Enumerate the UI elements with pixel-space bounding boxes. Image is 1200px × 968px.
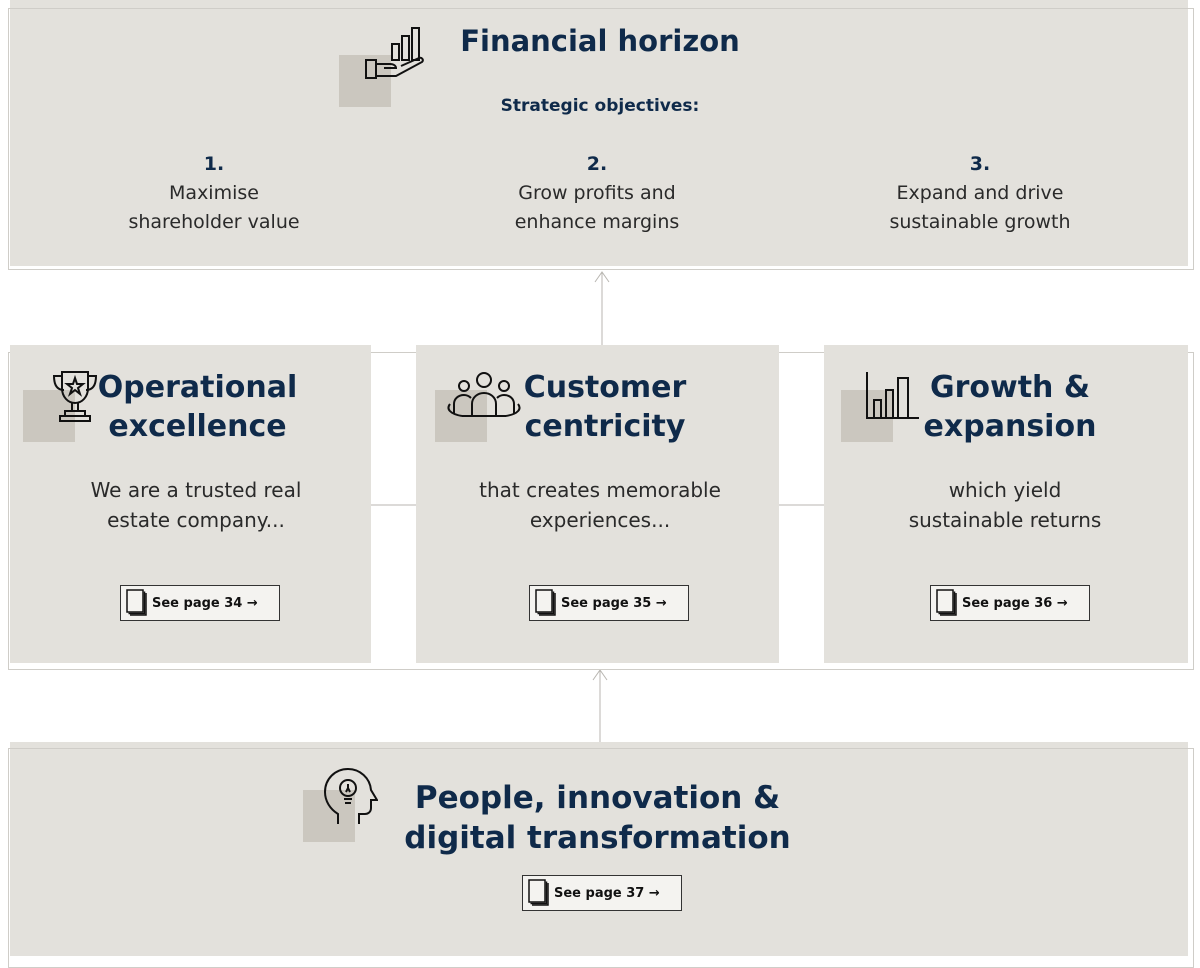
see-page-37-link[interactable]: See page 37 → [522,875,682,911]
see-page-36-link[interactable]: See page 36 → [930,585,1090,621]
people-group-icon [447,372,521,417]
financial-horizon-title: Financial horizon [460,24,740,58]
pillar-title: Customer centricity [500,368,710,446]
objective-text: Maximise [169,182,259,204]
hand-chart-icon [365,27,424,79]
pillar-description-line: We are a trusted real [90,478,302,502]
objective-text: sustainable growth [889,211,1071,233]
objective-text: Expand and drive [896,182,1064,204]
foundation-title-line: People, innovation & [414,780,781,816]
pillar-description-line: estate company... [107,508,285,532]
pillar-description-line: experiences... [529,508,671,532]
document-icon [126,589,147,616]
pillar-title: Operational excellence [90,368,305,446]
pillar-description: We are a trusted real estate company... [46,475,346,535]
see-page-label: See page 35 → [561,595,667,611]
see-page-label: See page 34 → [152,595,258,611]
financial-horizon-outline [8,8,1194,270]
pillar-title-line: expansion [923,409,1097,444]
document-icon [936,589,957,616]
objective-number: 1. [203,153,225,175]
pillar-description: which yield sustainable returns [855,475,1155,535]
objective-number: 3. [969,153,991,175]
foundation-title-line: digital transformation [404,820,791,856]
foundation-title: People, innovation & digital transformat… [395,778,800,858]
document-icon [535,589,556,616]
objective-3: 3. Expand and drive sustainable growth [850,150,1110,237]
see-page-label: See page 36 → [962,595,1068,611]
head-lightbulb-icon [323,767,378,824]
financial-horizon-panel [10,0,1188,266]
objective-text: enhance margins [514,211,680,233]
see-page-35-link[interactable]: See page 35 → [529,585,689,621]
pillar-description: that creates memorable experiences... [450,475,750,535]
objective-2: 2. Grow profits and enhance margins [467,150,727,237]
objective-number: 2. [586,153,608,175]
strategic-objectives-subtitle: Strategic objectives: [500,96,700,116]
objective-1: 1. Maximise shareholder value [84,150,344,237]
pillar-description-line: which yield [948,478,1062,502]
foundation-panel [10,742,1188,956]
pillar-description-line: sustainable returns [908,508,1102,532]
bar-chart-icon [866,372,919,419]
pillar-description-line: that creates memorable [479,478,721,502]
trophy-icon [52,371,98,422]
pillar-title-line: centricity [524,409,686,444]
objective-text: Grow profits and [518,182,676,204]
pillar-title-line: Customer [523,370,687,405]
objective-text: shareholder value [128,211,300,233]
see-page-label: See page 37 → [554,885,660,901]
pillar-title-line: excellence [108,409,287,444]
pillar-title-line: Operational [97,370,298,405]
see-page-34-link[interactable]: See page 34 → [120,585,280,621]
pillar-title-line: Growth & [929,370,1091,405]
pillar-title: Growth & expansion [900,368,1120,446]
document-icon [528,879,549,906]
